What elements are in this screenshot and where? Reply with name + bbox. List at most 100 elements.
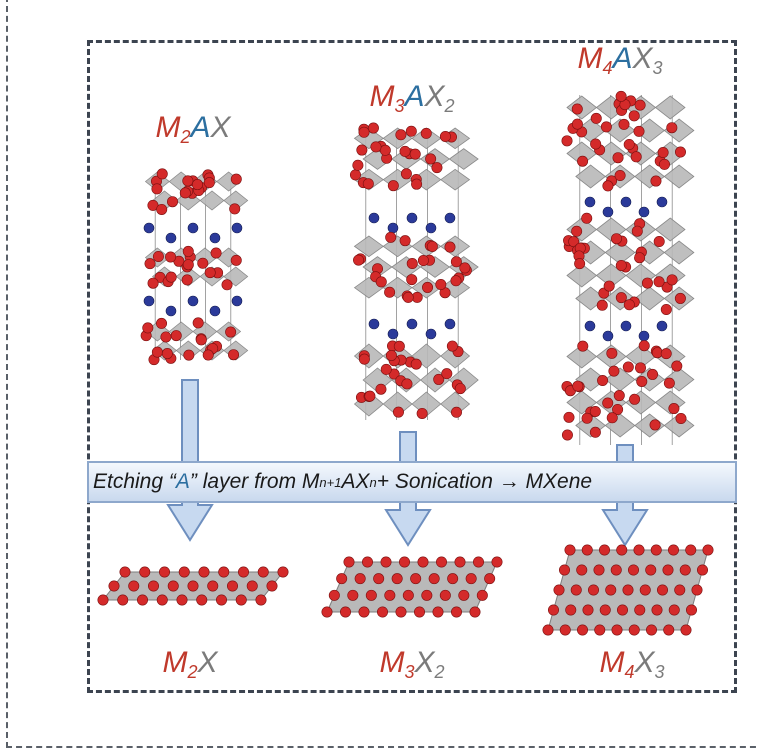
m-atom: [255, 594, 267, 606]
m-atom: [603, 280, 615, 292]
m-atom: [198, 566, 210, 578]
m-atom: [671, 360, 683, 372]
m-atom: [634, 252, 646, 264]
a-atom: [187, 222, 199, 234]
a-atom: [620, 196, 632, 208]
m-atom: [614, 169, 626, 181]
m-atom: [685, 604, 697, 616]
m-atom: [615, 260, 627, 272]
m-atom: [336, 573, 348, 585]
outer-dashed-frame: [6, 0, 757, 748]
m-atom: [602, 180, 614, 192]
m-atom: [653, 276, 665, 288]
mxene-sheet: [97, 566, 289, 606]
m-atom: [137, 594, 149, 606]
m-atom: [691, 584, 703, 596]
crystal-structures: [97, 90, 714, 636]
m-atom: [634, 99, 646, 111]
formula-m-letter: M: [369, 80, 395, 113]
m-atom: [367, 122, 379, 134]
m-atom: [151, 346, 163, 358]
m-atom: [165, 251, 177, 263]
m-atom: [668, 403, 680, 415]
m-atom: [432, 606, 444, 618]
m-atom: [627, 564, 639, 576]
formula-x-letter: X: [424, 80, 445, 113]
m-atom: [576, 624, 588, 636]
a-atom: [387, 222, 399, 234]
formula-x-subscript: 3: [654, 662, 665, 682]
m-atom: [182, 175, 194, 187]
m-atom: [638, 340, 650, 352]
m-atom: [565, 604, 577, 616]
m-atom: [435, 556, 447, 568]
arrow-down-m2ax: [166, 379, 214, 542]
m-atom: [373, 573, 385, 585]
m-atom: [587, 584, 599, 596]
m-atom: [618, 118, 630, 130]
m-atom: [108, 580, 120, 592]
m-atom: [472, 556, 484, 568]
m-atom: [159, 566, 171, 578]
m-atom: [409, 148, 421, 160]
m-atom: [439, 130, 451, 142]
m-atom: [439, 589, 451, 601]
m-atom: [660, 348, 672, 360]
m-atom: [613, 390, 625, 402]
m-atom: [218, 566, 230, 578]
formula-x-letter: X: [634, 646, 655, 679]
m-atom: [610, 564, 622, 576]
mxene-sheet: [542, 544, 714, 636]
formula-m-letter: M: [577, 42, 603, 75]
m-atom: [187, 580, 199, 592]
m-atom: [410, 573, 422, 585]
m-atom: [447, 573, 459, 585]
m-atom: [425, 153, 437, 165]
m-atom: [570, 584, 582, 596]
m-atom: [395, 606, 407, 618]
m-atom: [571, 103, 583, 115]
m-atom: [547, 604, 559, 616]
formula-x-subscript: 2: [444, 96, 455, 116]
m-atom: [622, 361, 634, 373]
octahedron: [663, 164, 695, 189]
formula-m-subscript: 3: [404, 662, 415, 682]
m-atom: [400, 168, 412, 180]
m-atom: [402, 589, 414, 601]
m-atom: [179, 187, 191, 199]
a-atom: [368, 318, 380, 330]
banner-text-2: ” layer from M: [189, 470, 320, 493]
formula-m3ax2: M3AX2: [369, 80, 455, 116]
formula-x-letter: X: [414, 646, 435, 679]
m-atom: [674, 584, 686, 596]
m-atom: [202, 349, 214, 361]
m-atom: [561, 429, 573, 441]
m-atom: [629, 393, 641, 405]
m-atom: [612, 403, 624, 415]
m-atom: [606, 347, 618, 359]
m-atom: [663, 377, 675, 389]
m-atom: [156, 168, 168, 180]
formula-m-subscript: 3: [394, 96, 405, 116]
a-atom: [638, 206, 650, 218]
m-atom: [563, 411, 575, 423]
m-atom: [380, 363, 392, 375]
m-atom: [630, 151, 642, 163]
m-atom: [610, 233, 622, 245]
m-atom: [375, 383, 387, 395]
m-atom: [666, 122, 678, 134]
octahedron: [440, 391, 471, 417]
m-atom: [227, 580, 239, 592]
m-atom: [450, 275, 462, 287]
a-atom: [656, 196, 668, 208]
m-atom: [417, 255, 429, 267]
m-atom: [667, 544, 679, 556]
a-atom-layer: [143, 295, 243, 317]
m-atom: [385, 231, 397, 243]
m-atom: [347, 589, 359, 601]
m-atom: [680, 624, 692, 636]
formula-m-subscript: 4: [602, 58, 613, 78]
m-atom: [674, 146, 686, 158]
m-atom: [119, 566, 131, 578]
